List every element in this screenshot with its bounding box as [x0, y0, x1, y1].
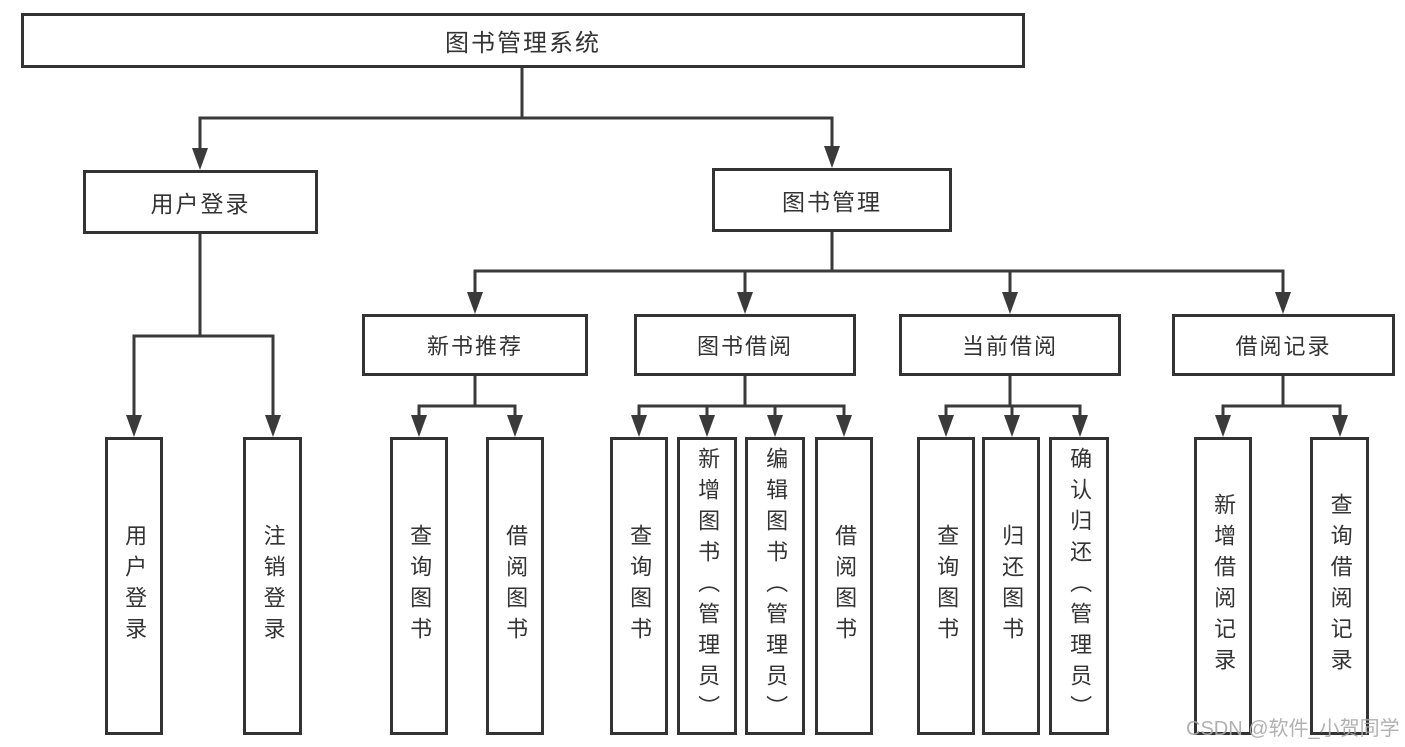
leaf-label: 确认归还（管理员）	[1067, 446, 1093, 726]
csdn-watermark: CSDN @软件_小贺同学	[1186, 718, 1400, 740]
leaf-label: 查询图书	[934, 524, 960, 648]
leaf-label: 归还图书	[999, 524, 1025, 648]
leaf-label: 借阅图书	[503, 524, 529, 648]
leaf-label: 查询借阅记录	[1327, 493, 1353, 679]
leaf-user-login: 用户登录	[105, 437, 163, 735]
leaf-label: 新增图书（管理员）	[695, 446, 721, 726]
leaf-confirm-return-admin: 确认归还（管理员）	[1049, 437, 1109, 735]
leaf-label: 借阅图书	[832, 524, 858, 648]
leaf-borrow-books: 借阅图书	[815, 437, 873, 735]
leaf-query-books: 查询图书	[917, 437, 975, 735]
leaf-add-book-admin: 新增图书（管理员）	[677, 437, 737, 735]
node-label: 当前借阅	[961, 334, 1058, 359]
leaf-label: 新增借阅记录	[1211, 493, 1237, 679]
node-label: 借阅记录	[1235, 334, 1332, 359]
leaf-label: 查询图书	[407, 524, 433, 648]
leaf-borrow-books: 借阅图书	[486, 437, 544, 735]
node-label: 图书管理	[782, 189, 882, 215]
node-label: 新书推荐	[426, 334, 523, 359]
node-library-management-system: 图书管理系统	[21, 13, 1025, 68]
node-current-borrowing: 当前借阅	[899, 314, 1121, 376]
leaf-label: 查询图书	[627, 524, 653, 648]
node-book-borrowing: 图书借阅	[634, 314, 856, 376]
leaf-label: 用户登录	[122, 524, 148, 648]
leaf-query-books: 查询图书	[390, 437, 448, 735]
leaf-logout: 注销登录	[243, 437, 302, 735]
leaf-label: 编辑图书（管理员）	[763, 446, 789, 726]
leaf-label: 注销登录	[260, 524, 286, 648]
node-user-login: 用户登录	[83, 170, 318, 234]
node-label: 用户登录	[150, 191, 251, 217]
leaf-return-books: 归还图书	[982, 437, 1040, 735]
node-label: 图书管理系统	[445, 30, 601, 57]
leaf-query-books: 查询图书	[610, 437, 668, 735]
leaf-add-borrow-record: 新增借阅记录	[1194, 437, 1252, 735]
leaf-edit-book-admin: 编辑图书（管理员）	[745, 437, 805, 735]
node-label: 图书借阅	[696, 334, 793, 359]
node-book-management: 图书管理	[712, 168, 952, 232]
node-new-book-recommend: 新书推荐	[362, 314, 588, 376]
node-borrowing-records: 借阅记录	[1172, 314, 1395, 376]
leaf-query-borrow-record: 查询借阅记录	[1310, 437, 1369, 735]
